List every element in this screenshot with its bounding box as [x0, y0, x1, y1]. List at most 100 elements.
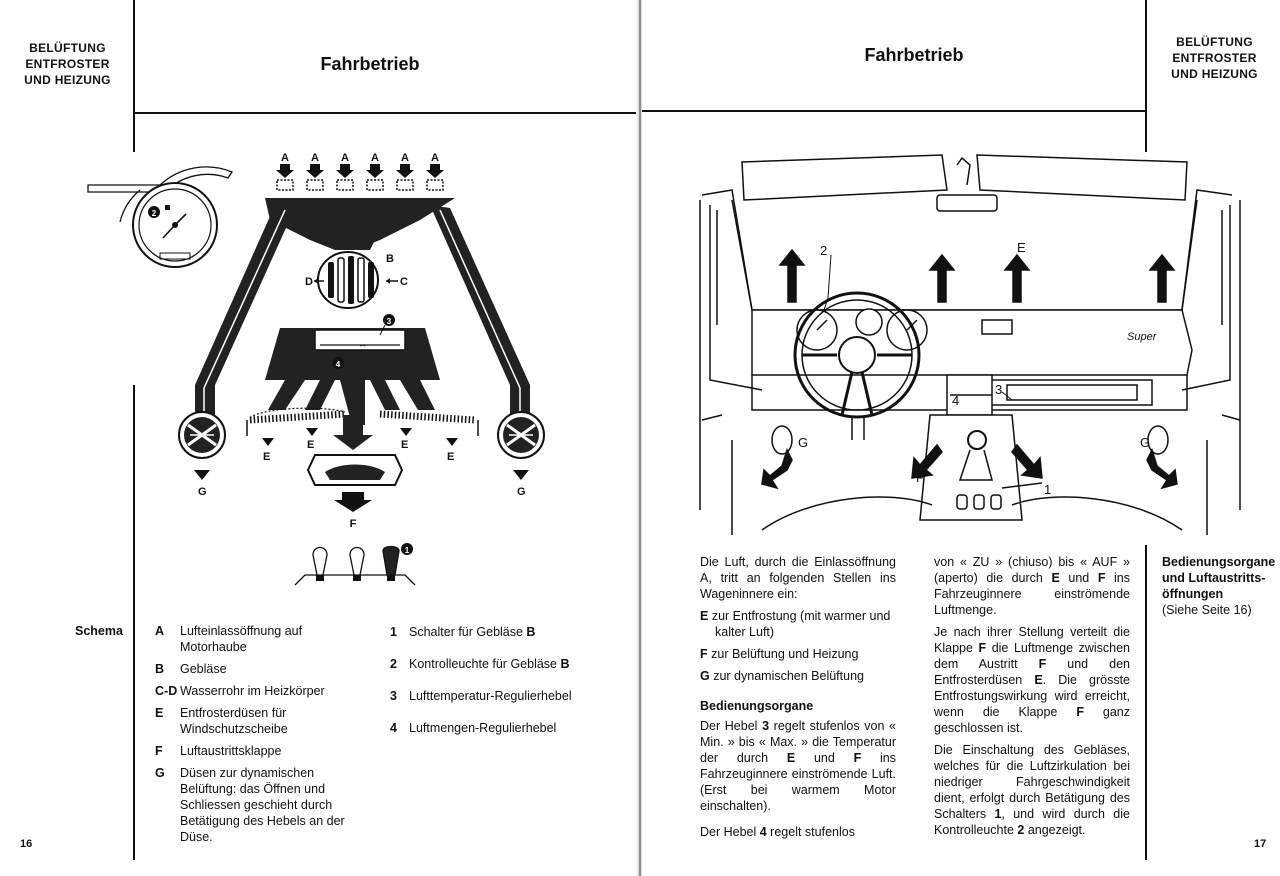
label-F: F [916, 470, 924, 485]
legend-text: Wasserrohr im Heizkörper [180, 684, 325, 698]
section-tag-line: ENTFROSTER [1172, 51, 1257, 65]
label-D: D [305, 276, 313, 288]
section-tag-line: UND HEIZUNG [24, 73, 111, 87]
label-C: C [400, 276, 408, 288]
paragraph: von « ZU » (chiuso) bis « AUF » (aperto)… [934, 555, 1131, 617]
super-badge: Super [1127, 331, 1158, 343]
legend-text: Luftmengen-Regulierhebel [409, 721, 557, 735]
section-heading: Bedienungsorgane [700, 699, 814, 713]
legend-text: Luftaustrittsklappe [180, 744, 282, 758]
legend-key: F [155, 744, 163, 758]
legend-item: F Luftaustrittsklappe [155, 743, 355, 759]
label-F: F [350, 518, 357, 530]
label-2: 2 [820, 243, 827, 258]
legend-text: Schalter für Gebläse B [409, 625, 536, 639]
label-G: G [1140, 435, 1150, 450]
paragraph: Je nach ihrer Stellung verteilt die Klap… [934, 625, 1130, 735]
section-tag-line: BELÜFTUNG [29, 41, 106, 55]
label-A: A [431, 152, 439, 164]
outlet-flap-F: F [306, 454, 404, 530]
paragraph: Die Einschaltung des Gebläses, welches f… [934, 743, 1130, 837]
page-number: 17 [1254, 838, 1267, 850]
side-note-heading: und Luftaustritts- [1162, 571, 1266, 585]
section-tag: BELÜFTUNG ENTFROSTER UND HEIZUNG [1157, 34, 1272, 82]
label-E: E [401, 439, 408, 451]
page-title: Fahrbetrieb [320, 54, 420, 74]
header-divider-vertical [133, 0, 135, 152]
left-page: BELÜFTUNG ENTFROSTER UND HEIZUNG Fahrbet… [0, 0, 638, 876]
label-B: B [386, 253, 394, 265]
legend-key: C-D [155, 684, 178, 698]
schema-divider [133, 385, 135, 860]
vent-G-right: G [497, 411, 545, 498]
right-page: Fahrbetrieb BELÜFTUNG ENTFROSTER UND HEI… [642, 0, 1280, 876]
page-title: Fahrbetrieb [864, 45, 964, 65]
section-tag: BELÜFTUNG ENTFROSTER UND HEIZUNG [10, 40, 125, 88]
label-4: 4 [336, 360, 341, 369]
label-1: 1 [405, 546, 410, 555]
side-note: Bedienungsorgane und Luftaustritts- öffn… [1162, 554, 1277, 618]
header-divider-vertical [1145, 0, 1147, 152]
intake-arrows-A: A A A A [276, 152, 444, 191]
legend-key: 1 [390, 625, 397, 639]
section-tag-line: BELÜFTUNG [1176, 35, 1253, 49]
legend-key: E [155, 706, 164, 720]
air-ducts [195, 198, 530, 415]
section-tag-line: ENTFROSTER [25, 57, 110, 71]
legend-key: G [155, 766, 165, 780]
legend-key: B [155, 662, 165, 676]
label-E: E [1017, 240, 1026, 255]
label-A: A [371, 152, 379, 164]
list-item: E zur Entfrostung (mit warmer und kalter… [700, 609, 891, 639]
legend-item: E Entfrosterdüsen für Windschutzscheibe [155, 705, 355, 737]
legend-text: Lufteinlassöffnung auf Motorhaube [180, 624, 303, 654]
legend-key: 4 [390, 721, 397, 735]
label-E: E [263, 451, 270, 463]
svg-text:↔: ↔ [358, 339, 367, 349]
heater-control-box: 3 4 ↔ [265, 314, 440, 425]
label-3: 3 [387, 317, 392, 326]
legend-key: 2 [390, 657, 397, 671]
legend-item: 1 Schalter für Gebläse B [390, 624, 610, 640]
label-G: G [198, 486, 207, 498]
page-number: 16 [20, 838, 33, 850]
dashboard-illustration: Super [699, 154, 1241, 535]
text-column-2: von « ZU » (chiuso) bis « AUF » (aperto)… [934, 554, 1130, 844]
label-E: E [307, 439, 314, 451]
section-tag-line: UND HEIZUNG [1171, 67, 1258, 81]
side-divider [1145, 545, 1147, 860]
intro-paragraph: Die Luft, durch die Einlassöffnung A, tr… [700, 555, 896, 601]
label-E: E [447, 451, 454, 463]
header-rule [642, 110, 1146, 112]
paragraph: Der Hebel 4 regelt stufenlos [700, 825, 855, 839]
legend-item: 4 Luftmengen-Regulierhebel [390, 720, 610, 736]
label-G: G [517, 486, 526, 498]
steering-wheel-icon [793, 291, 921, 419]
label-A: A [401, 152, 409, 164]
label-4: 4 [952, 393, 959, 408]
vent-G-left: G [178, 411, 226, 498]
list-item: G zur dynamischen Belüftung [700, 669, 864, 683]
legend-key: A [155, 624, 165, 638]
side-note-heading: öffnungen [1162, 587, 1224, 601]
label-1: 1 [1044, 482, 1051, 497]
book-spine [636, 0, 644, 876]
label-A: A [341, 152, 349, 164]
label-A: A [311, 152, 319, 164]
label-A: A [281, 152, 289, 164]
text-column-1: Die Luft, durch die Einlassöffnung A, tr… [700, 554, 896, 846]
switch-panel: 1 [294, 543, 416, 586]
paragraph: Der Hebel 3 regelt stufenlos von « Min. … [700, 719, 897, 813]
label-G: G [798, 435, 808, 450]
legend-item: A Lufteinlassöffnung auf Motorhaube [155, 623, 355, 655]
schema-label: Schema [75, 624, 123, 638]
label-2: 2 [152, 209, 157, 218]
blower-B: B D C [305, 251, 408, 309]
legend-text: Lufttemperatur-Regulierhebel [409, 689, 572, 703]
legend-text: Entfrosterdüsen für Windschutzscheibe [180, 706, 288, 736]
